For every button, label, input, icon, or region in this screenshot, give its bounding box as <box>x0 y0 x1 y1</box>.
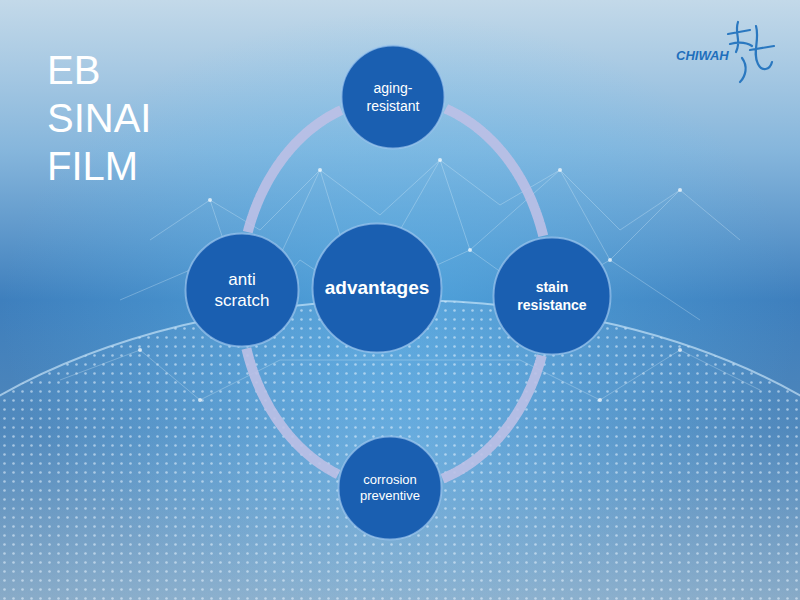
circle-text: aging-resistant <box>353 80 433 115</box>
advantage-circle: stain resistance <box>492 236 612 356</box>
advantage-circle: anti scratch <box>184 232 300 348</box>
ring-connector <box>248 110 341 232</box>
circle-text: advantages <box>317 276 437 300</box>
circle-text: anti scratch <box>206 269 278 312</box>
advantage-circle: aging-resistant <box>340 44 446 150</box>
circle-text: stain resistance <box>506 279 598 314</box>
circle-outline <box>313 224 442 353</box>
circle-text: corrosion preventive <box>349 472 431 505</box>
advantage-circle: corrosion preventive <box>337 435 443 541</box>
circle-outline <box>342 46 445 149</box>
circle-outline <box>339 437 442 540</box>
ring-connector <box>443 356 542 479</box>
ring-connector <box>446 109 543 236</box>
logo-calligraphy <box>728 22 774 82</box>
advantage-circle: advantages <box>311 222 443 354</box>
logo-text: CHIWAH <box>676 48 729 63</box>
circle-outline <box>186 234 299 347</box>
circle-outline <box>494 238 611 355</box>
circle-shape <box>184 232 300 348</box>
slide-title: EB SINAI FILM <box>47 46 175 190</box>
ring-connector <box>246 349 338 475</box>
